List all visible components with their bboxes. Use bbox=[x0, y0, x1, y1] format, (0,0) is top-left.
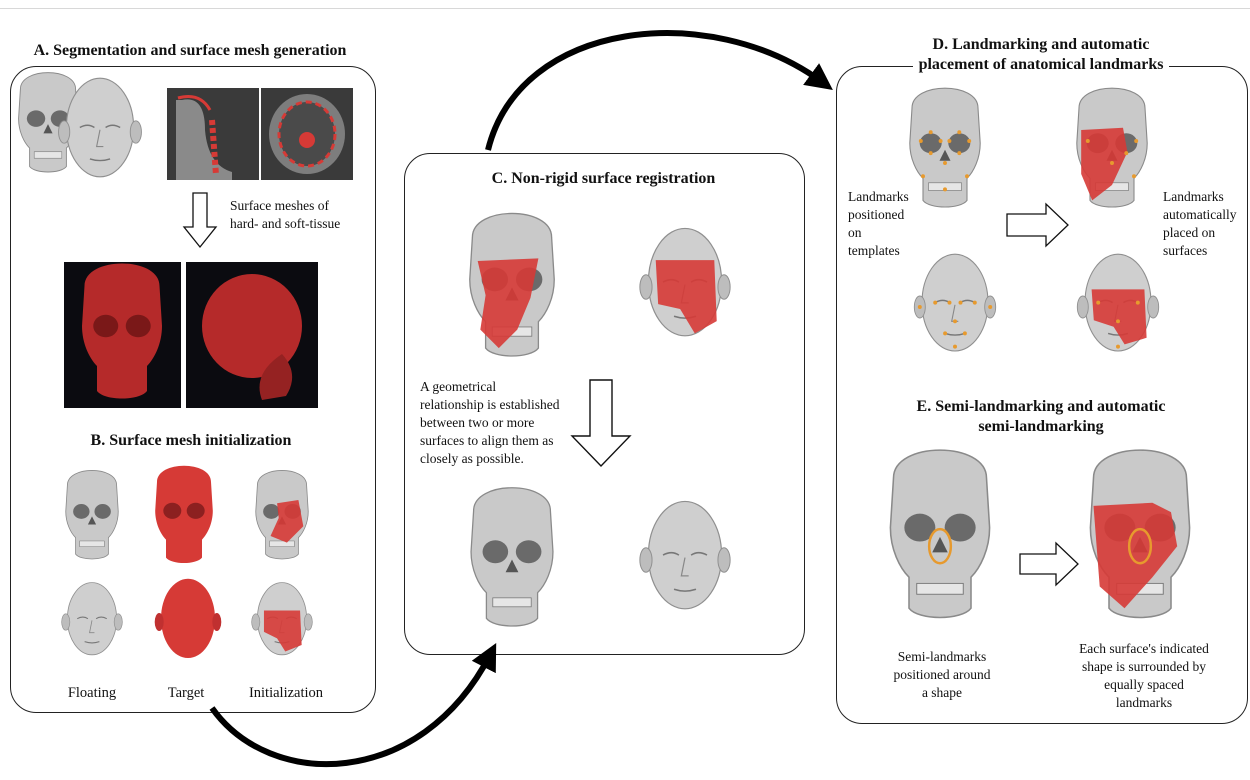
curved-arrow-icon bbox=[488, 33, 822, 150]
panel-d-title: D. Landmarking and automatic placement o… bbox=[840, 35, 1242, 75]
label-floating: Floating bbox=[52, 684, 132, 702]
panel-c-caption: A geometrical relationship is establishe… bbox=[420, 378, 590, 468]
panel-d-right-caption: Landmarks automatically placed on surfac… bbox=[1163, 188, 1245, 260]
right-arrow-icon bbox=[1020, 543, 1078, 585]
label-initialization: Initialization bbox=[236, 684, 336, 702]
panel-b-title: B. Surface mesh initialization bbox=[66, 432, 316, 450]
panel-c-title: C. Non-rigid surface registration bbox=[404, 170, 803, 188]
label-target: Target bbox=[146, 684, 226, 702]
panel-e-title: E. Semi-landmarking and automatic semi-l… bbox=[840, 397, 1242, 437]
panel-e-right-caption: Each surface's indicated shape is surrou… bbox=[1054, 640, 1234, 712]
arrow-caption: Surface meshes of hard- and soft-tissue bbox=[230, 197, 340, 233]
curved-arrow-icon bbox=[212, 655, 490, 764]
panel-d-left-caption: Landmarks positioned on templates bbox=[848, 188, 928, 260]
panel-e-left-caption: Semi-landmarks positioned around a shape bbox=[872, 648, 1012, 702]
down-arrow-icon bbox=[184, 193, 216, 247]
panel-a-title: A. Segmentation and surface mesh generat… bbox=[14, 42, 366, 60]
right-arrow-icon bbox=[1007, 204, 1068, 246]
